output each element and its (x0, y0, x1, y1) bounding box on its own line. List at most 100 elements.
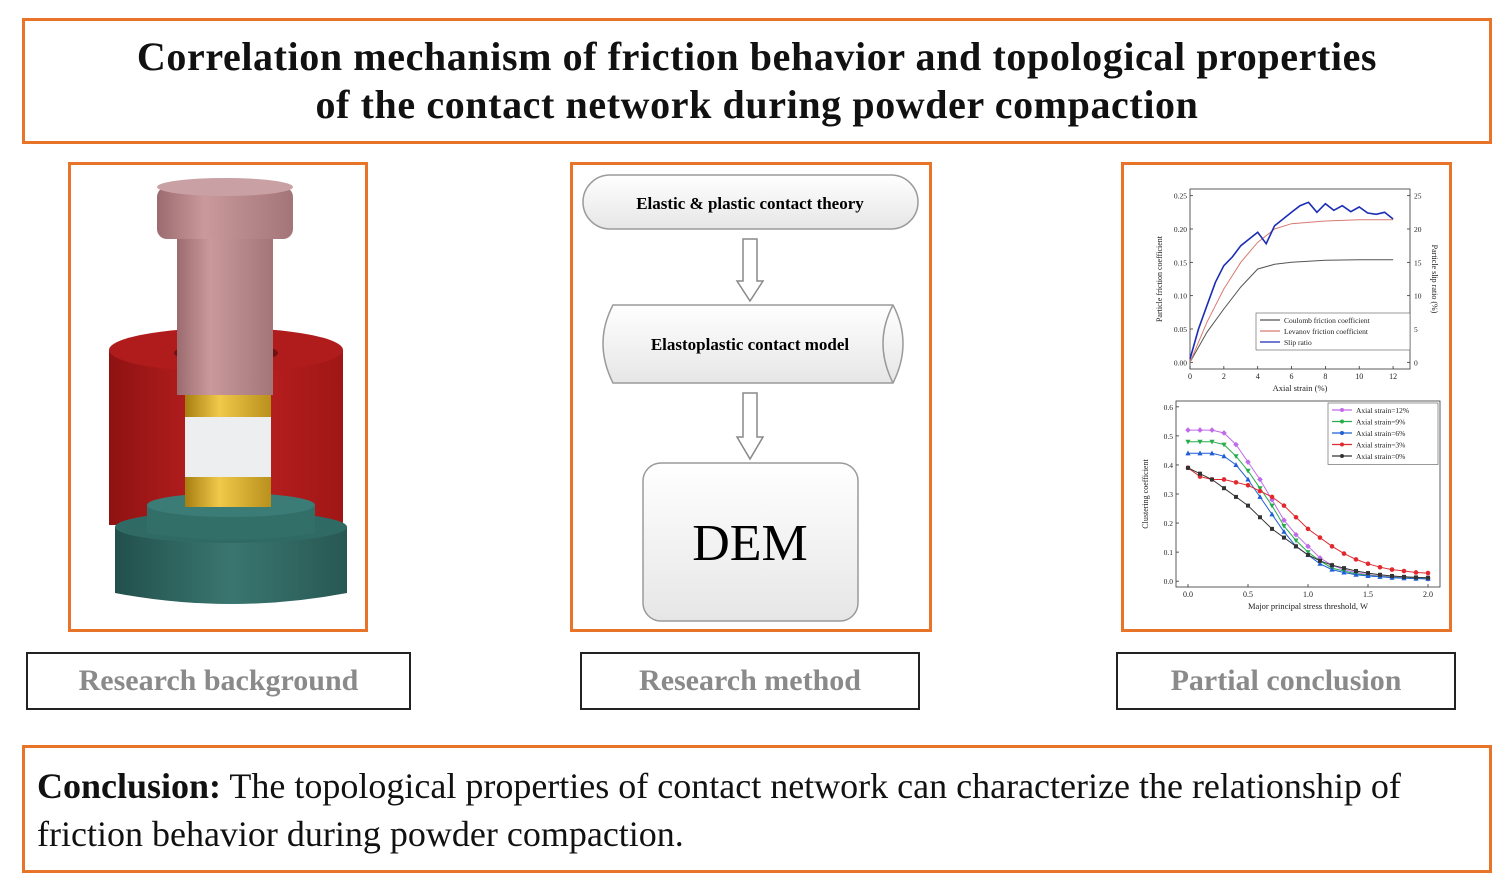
data-point (1246, 503, 1250, 508)
conclusion-box: Conclusion: The topological properties o… (22, 745, 1492, 873)
legend-label: Axial strain=3% (1356, 441, 1405, 450)
legend-marker (1340, 442, 1344, 447)
legend-marker (1340, 408, 1344, 412)
compaction-die-panel (68, 162, 368, 632)
x-tick-label: 6 (1290, 372, 1294, 381)
data-point (1317, 535, 1323, 540)
data-point (1257, 476, 1263, 483)
data-point (1390, 573, 1394, 578)
data-point (1294, 544, 1298, 549)
theory-box (582, 174, 919, 230)
upper-punch-head (157, 187, 293, 239)
y2-tick-label: 5 (1414, 325, 1418, 334)
data-point (1186, 465, 1190, 470)
y-tick-label: 0.6 (1164, 403, 1174, 412)
base-plate (115, 527, 347, 604)
data-point (1269, 503, 1275, 509)
series-line (1189, 259, 1394, 363)
data-point (1221, 453, 1227, 459)
x-tick-label: 12 (1389, 372, 1397, 381)
x-tick-label: 4 (1256, 372, 1260, 381)
y-axis-label: Particle friction coefficient (1155, 235, 1164, 322)
legend-box (1327, 402, 1439, 465)
data-point (1185, 439, 1191, 445)
series-line (1188, 452, 1429, 580)
data-point (1209, 450, 1215, 456)
x-axis-label: Major principal stress threshold, W (1248, 601, 1368, 611)
data-point (1234, 494, 1238, 499)
method-flowchart: Elastic & plastic contact theory Elastop… (582, 174, 919, 622)
x-tick-label: 1.0 (1303, 590, 1313, 599)
data-point (1413, 570, 1419, 575)
research-background-label: Research background (26, 652, 411, 710)
data-point (1281, 528, 1287, 534)
data-point (1330, 563, 1334, 568)
title-box: Correlation mechanism of friction behavi… (22, 18, 1492, 144)
model-label: Elastoplastic contact model (651, 335, 850, 354)
data-point (1281, 517, 1287, 523)
legend-label: Axial strain=0% (1356, 452, 1405, 461)
data-point (1389, 567, 1395, 572)
data-point (1257, 494, 1263, 499)
data-point (1210, 477, 1214, 482)
data-point (1377, 564, 1383, 570)
data-point (1221, 477, 1227, 482)
legend-label: Axial strain=6% (1356, 429, 1405, 438)
data-point (1293, 514, 1299, 520)
data-point (1245, 459, 1251, 465)
data-point (1258, 515, 1262, 520)
arrow-down-icon (735, 238, 765, 303)
x-tick-label: 2 (1222, 372, 1226, 381)
data-point (1341, 569, 1347, 575)
theory-label: Elastic & plastic contact theory (636, 194, 864, 213)
data-point (1197, 439, 1203, 445)
y2-tick-label: 15 (1414, 258, 1422, 267)
y2-tick-label: 0 (1414, 358, 1418, 367)
data-point (1305, 526, 1311, 532)
title-line-2: of the contact network during powder com… (315, 82, 1199, 127)
data-point (1269, 511, 1275, 517)
x-tick-label: 2.0 (1423, 590, 1433, 599)
data-point (1342, 566, 1346, 571)
data-point (1245, 482, 1251, 488)
data-point (1257, 488, 1263, 494)
data-point (1269, 497, 1275, 503)
dem-label: DEM (692, 515, 808, 572)
x-tick-label: 0.0 (1183, 590, 1193, 599)
data-point (1198, 471, 1202, 476)
data-point (1233, 480, 1239, 485)
data-point (1185, 450, 1191, 456)
x-tick-label: 1.5 (1363, 590, 1373, 599)
data-point (1221, 430, 1227, 436)
legend-label: Slip ratio (1284, 338, 1312, 347)
legend-marker (1340, 454, 1344, 458)
data-point (1306, 553, 1310, 558)
arrow-down-icon (735, 392, 765, 461)
data-point (1281, 503, 1287, 508)
data-point (1425, 570, 1431, 576)
y-tick-label: 0.2 (1164, 519, 1174, 528)
x-axis-label: Axial strain (%) (1273, 383, 1328, 393)
y-tick-label: 0.3 (1164, 490, 1174, 499)
data-point (1329, 544, 1335, 549)
data-point (1329, 566, 1335, 572)
data-point (1209, 439, 1215, 445)
y-tick-label: 0.05 (1174, 325, 1187, 334)
series-line (1189, 201, 1394, 360)
data-point (1354, 569, 1358, 574)
y2-tick-label: 25 (1414, 192, 1422, 201)
data-point (1281, 523, 1287, 529)
data-point (1365, 573, 1371, 578)
data-point (1353, 557, 1359, 562)
y-tick-label: 0.10 (1174, 292, 1187, 301)
data-point (1317, 560, 1323, 566)
data-point (1282, 535, 1286, 540)
data-point (1341, 551, 1347, 556)
data-point (1233, 441, 1239, 448)
series-line (1187, 467, 1429, 574)
x-tick-label: 10 (1355, 372, 1363, 381)
conclusion-text: The topological properties of contact ne… (37, 766, 1401, 854)
data-point (1257, 486, 1263, 491)
data-point (1245, 476, 1251, 482)
x-tick-label: 8 (1323, 372, 1327, 381)
